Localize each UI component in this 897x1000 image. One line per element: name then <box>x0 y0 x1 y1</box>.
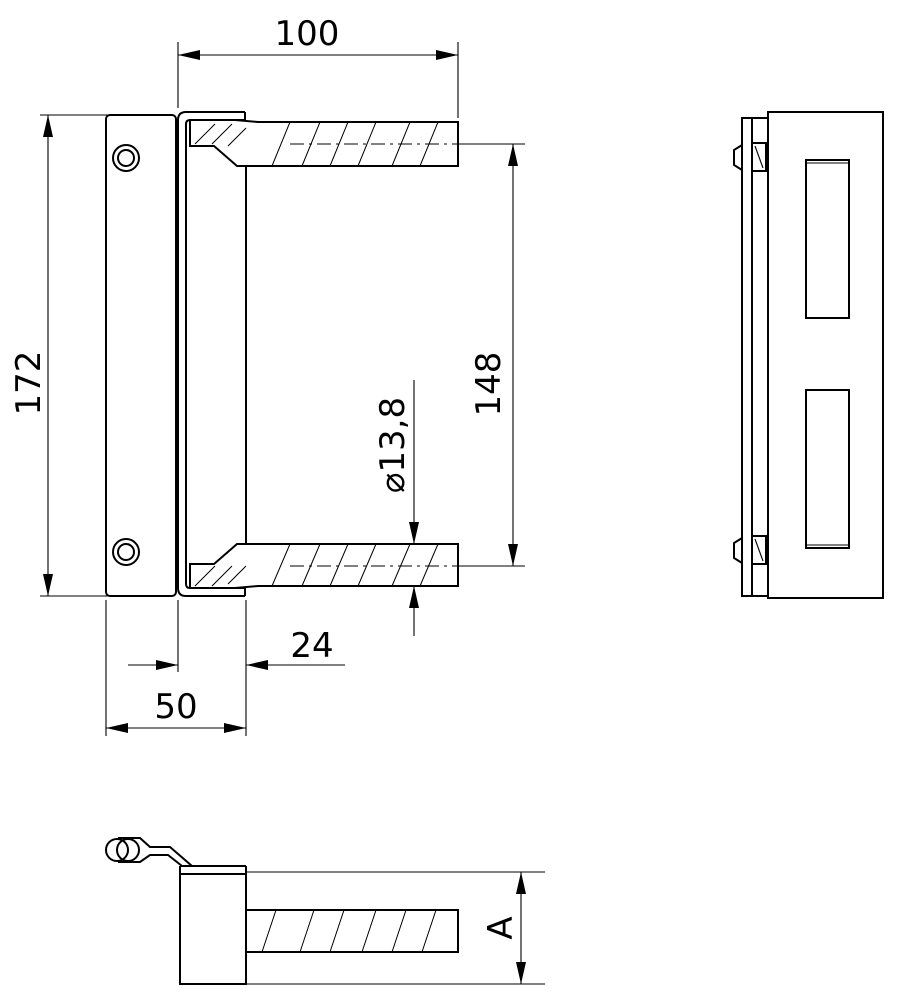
side-screw-top <box>733 142 767 172</box>
dimension-offset: 24 <box>128 600 345 736</box>
mounting-screw-top <box>112 144 140 172</box>
hinge-knuckle <box>105 837 246 867</box>
dimension-hole-spacing: 148 <box>462 143 525 567</box>
bracket-inner <box>185 119 245 589</box>
side-body <box>767 111 884 599</box>
upper-arm <box>189 119 520 167</box>
bottom-view: A <box>105 837 545 985</box>
dimension-width-top: 100 <box>177 14 459 118</box>
slot-lower <box>805 389 850 549</box>
label-offset: 24 <box>290 626 333 666</box>
base-plate <box>105 114 177 597</box>
label-hole-spacing: 148 <box>469 352 509 417</box>
slot-upper <box>805 159 850 319</box>
mounting-screw-bottom <box>112 538 140 566</box>
dimension-diameter: ⌀13,8 <box>373 380 419 636</box>
bottom-body <box>179 873 247 985</box>
bottom-shaft <box>245 909 459 953</box>
label-width-top: 100 <box>275 14 340 54</box>
label-height-total: 172 <box>9 351 49 416</box>
side-flange <box>741 117 769 597</box>
dimension-height-total: 172 <box>9 114 172 597</box>
dimension-section: A <box>246 871 545 985</box>
bracket-outer <box>177 111 245 597</box>
dimension-depth: 50 <box>105 600 246 736</box>
label-diameter: ⌀13,8 <box>373 397 413 493</box>
side-screw-bottom <box>733 535 767 565</box>
side-view <box>733 111 884 599</box>
label-section: A <box>481 916 521 939</box>
front-view: 100 172 148 ⌀13,8 <box>9 14 525 736</box>
label-depth: 50 <box>154 687 197 727</box>
